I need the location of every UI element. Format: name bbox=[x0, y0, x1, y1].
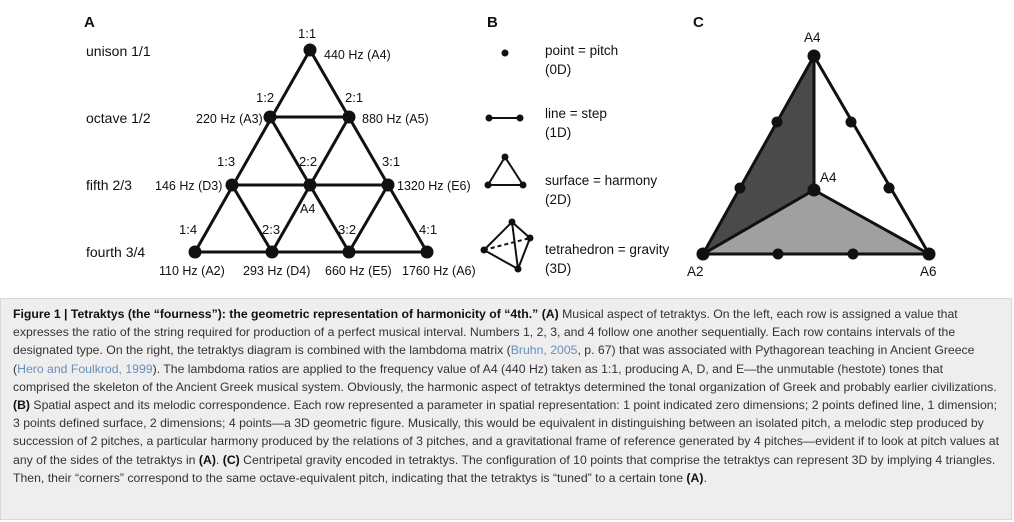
edge-dot bbox=[847, 248, 859, 260]
outer-triangle bbox=[701, 54, 931, 256]
point-a4-center bbox=[303, 178, 317, 192]
point-a5 bbox=[342, 110, 356, 124]
vertex-label-left: A2 bbox=[687, 264, 704, 279]
legend-line-dim: (1D) bbox=[545, 125, 571, 140]
ratio-label: 4:1 bbox=[419, 222, 437, 237]
tetraktys-points bbox=[188, 43, 434, 259]
point-icon bbox=[501, 49, 509, 57]
ratio-label: 1:1 bbox=[298, 26, 316, 41]
panel-b: B point = pitch (0D) line = step (1D) su… bbox=[480, 14, 669, 276]
vertex-label-right: A6 bbox=[920, 264, 937, 279]
vertex-label-center: A4 bbox=[820, 170, 837, 185]
caption-text: ). The lambdoma ratios are applied to th… bbox=[13, 361, 997, 394]
pitch-label-a5: 880 Hz (A5) bbox=[362, 112, 429, 126]
citation-link[interactable]: Hero and Foulkrod, 1999 bbox=[17, 361, 153, 376]
caption-text: . bbox=[703, 470, 707, 485]
panel-b-letter: B bbox=[487, 14, 498, 31]
ratio-label: 2:3 bbox=[262, 222, 280, 237]
pitch-label-d3: 146 Hz (D3) bbox=[155, 179, 222, 193]
tetraktys-outline bbox=[193, 48, 429, 254]
pitch-label-e6: 1320 Hz (E6) bbox=[397, 179, 471, 193]
row-label-unison: unison 1/1 bbox=[86, 43, 151, 59]
caption-text: Centripetal gravity encoded in tetraktys… bbox=[13, 452, 996, 485]
figure-caption: Figure 1 | Tetraktys (the “fourness”): t… bbox=[1, 299, 1011, 487]
row-label-fifth: fifth 2/3 bbox=[86, 177, 132, 193]
caption-text: . bbox=[215, 452, 223, 467]
legend-tetrahedron-label: tetrahedron = gravity bbox=[545, 242, 669, 257]
row-label-octave: octave 1/2 bbox=[86, 110, 151, 126]
panel-a: A unison 1/1 octave 1/2 fifth 2/3 fourth… bbox=[84, 14, 476, 278]
pitch-label-a6: 1760 Hz (A6) bbox=[402, 264, 476, 278]
pitch-label-a2: 110 Hz (A2) bbox=[159, 264, 225, 278]
edge-dot bbox=[845, 116, 857, 128]
ratio-label: 2:1 bbox=[345, 90, 363, 105]
ratio-label: 3:1 bbox=[382, 154, 400, 169]
caption-text: , p. 67) that was associated with Pythag… bbox=[13, 343, 975, 376]
light-face bbox=[703, 190, 929, 254]
legend-line-label: line = step bbox=[545, 106, 607, 121]
legend-surface-dim: (2D) bbox=[545, 192, 571, 207]
tetrahedron-icon bbox=[480, 218, 534, 273]
edge-dot bbox=[771, 116, 783, 128]
panel-c-letter: C bbox=[693, 14, 704, 31]
point-e5 bbox=[342, 245, 356, 259]
point-a6 bbox=[420, 245, 434, 259]
point-e6 bbox=[381, 178, 395, 192]
ratio-label: 3:2 bbox=[338, 222, 356, 237]
vertex-a6 bbox=[922, 247, 936, 261]
point-a2 bbox=[188, 245, 202, 259]
edge-dot bbox=[734, 182, 746, 194]
ratio-label: 1:4 bbox=[179, 222, 197, 237]
ratio-label: 1:2 bbox=[256, 90, 274, 105]
pitch-label-d4: 293 Hz (D4) bbox=[243, 264, 310, 278]
vertex-a4-top bbox=[807, 49, 821, 63]
legend-surface-label: surface = harmony bbox=[545, 173, 657, 188]
tetraktys-lines bbox=[193, 48, 429, 254]
caption-panel-ref: (A) bbox=[686, 470, 704, 485]
figure-graphic: A unison 1/1 octave 1/2 fifth 2/3 fourth… bbox=[84, 14, 937, 279]
panel-c: C A4 A4 A2 A6 bbox=[687, 14, 937, 279]
caption-text: Musical aspect of tetraktys. On the left… bbox=[13, 307, 958, 358]
point-a3 bbox=[263, 110, 277, 124]
caption-panel-ref: (C) bbox=[222, 452, 240, 467]
ratio-labels: 1:1 1:2 2:1 1:3 2:2 3:1 1:4 2:3 3:2 4:1 bbox=[179, 26, 437, 237]
panel-a-letter: A bbox=[84, 14, 95, 31]
caption-panel-ref: (A) bbox=[541, 307, 559, 321]
caption-panel-ref: (A) bbox=[198, 452, 216, 467]
ratio-label: 2:2 bbox=[299, 154, 317, 169]
triangle-icon bbox=[484, 153, 527, 189]
pitch-labels: 440 Hz (A4) 220 Hz (A3) 880 Hz (A5) 146 … bbox=[155, 48, 476, 278]
edge-dot bbox=[883, 182, 895, 194]
point-d3 bbox=[225, 178, 239, 192]
tetraktys-line bbox=[230, 184, 274, 253]
pitch-label-a4-center: A4 bbox=[300, 202, 315, 216]
point-d4 bbox=[265, 245, 279, 259]
vertex-a4-center bbox=[807, 183, 821, 197]
pitch-label-e5: 660 Hz (E5) bbox=[325, 264, 392, 278]
pitch-label-a4-top: 440 Hz (A4) bbox=[324, 48, 391, 62]
caption-title: Figure 1 | Tetraktys (the “fourness”): t… bbox=[13, 307, 542, 321]
caption-panel-ref: (B) bbox=[13, 398, 31, 413]
legend-point-label: point = pitch bbox=[545, 43, 618, 58]
legend-tetrahedron-dim: (3D) bbox=[545, 261, 571, 276]
ratio-label: 1:3 bbox=[217, 154, 235, 169]
row-label-fourth: fourth 3/4 bbox=[86, 244, 145, 260]
tetraktys-line bbox=[347, 184, 390, 253]
vertex-a2 bbox=[696, 247, 710, 261]
caption-text: Spatial aspect and its melodic correspon… bbox=[13, 398, 1000, 467]
point-a4-top bbox=[303, 43, 317, 57]
caption-box: Figure 1 | Tetraktys (the “fourness”): t… bbox=[0, 298, 1012, 520]
legend-point-dim: (0D) bbox=[545, 62, 571, 77]
edge-line bbox=[813, 188, 930, 256]
pitch-label-a3: 220 Hz (A3) bbox=[196, 112, 263, 126]
edge-dot bbox=[772, 248, 784, 260]
edge-line bbox=[702, 188, 815, 256]
citation-link[interactable]: Bruhn, 2005 bbox=[510, 343, 578, 358]
line-icon bbox=[485, 114, 524, 122]
vertex-label-top: A4 bbox=[804, 30, 821, 45]
